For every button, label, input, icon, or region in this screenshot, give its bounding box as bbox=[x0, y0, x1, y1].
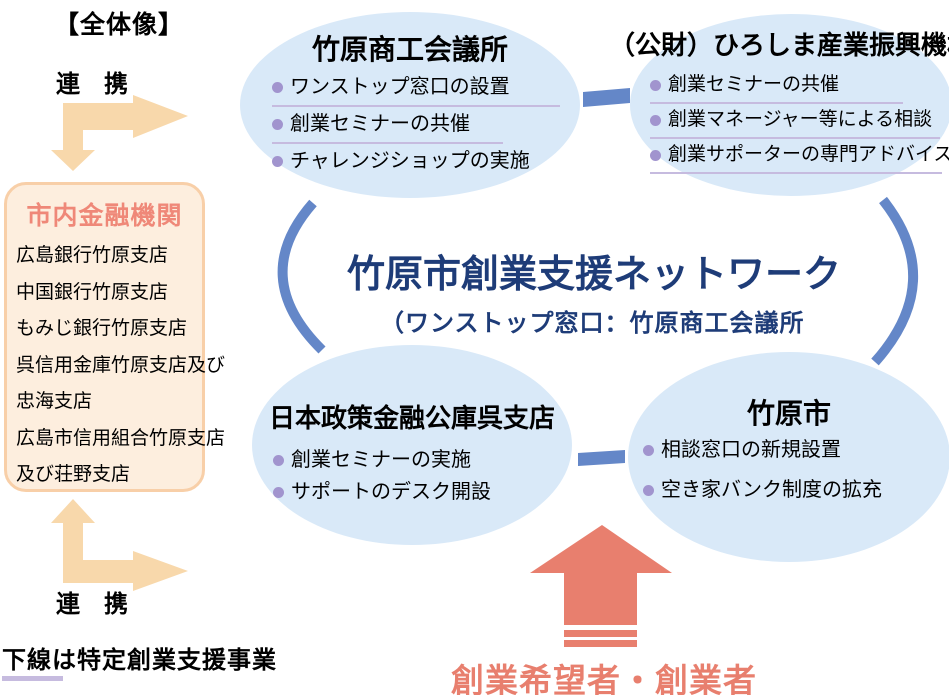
bullet-item: 創業セミナーの実施 bbox=[273, 447, 491, 473]
bullet-text: 創業マネージャー等による相談 bbox=[668, 109, 933, 130]
financial-item: 広島銀行竹原支店 bbox=[16, 245, 169, 266]
org-chamber-title: 竹原商工会議所 bbox=[311, 34, 508, 65]
financial-item: 呉信用金庫竹原支店及び bbox=[16, 354, 226, 376]
bullet-item: 創業セミナーの共催 bbox=[272, 111, 503, 144]
bullet-icon bbox=[643, 484, 654, 496]
bullet-item: チャレンジショップの実施 bbox=[272, 148, 560, 174]
overview-heading: 【全体像】 bbox=[54, 11, 185, 39]
financial-item: 広島市信用組合竹原支店 bbox=[16, 427, 226, 449]
bullet-item: サポートのデスク開設 bbox=[273, 479, 491, 505]
network-subtitle: （ワンストップ窓口：竹原商工会議所 bbox=[380, 310, 805, 337]
bullet-icon bbox=[272, 118, 283, 130]
bullet-text: ワンストップ窓口の設置 bbox=[290, 76, 510, 98]
bullet-text: 創業サポーターの専門アドバイス bbox=[668, 144, 949, 165]
financial-item: もみじ銀行竹原支店 bbox=[16, 318, 188, 339]
org-jfc-ellipse bbox=[252, 345, 572, 545]
org-city-ellipse bbox=[628, 352, 949, 562]
org-hipa-title: （公財）ひろしま産業振興機構 bbox=[608, 30, 949, 60]
bullet-icon bbox=[273, 486, 284, 498]
bullet-icon bbox=[650, 149, 661, 161]
bullet-item: 創業サポーターの専門アドバイス bbox=[650, 142, 949, 174]
cooperation-label-bottom: 連 携 bbox=[56, 591, 128, 618]
network-arc-left bbox=[277, 199, 326, 354]
org-jfc-group: 日本政策金融公庫呉支店 創業セミナーの実施 サポートのデスク開設 bbox=[252, 345, 572, 545]
founders-label: 創業希望者・創業者 bbox=[451, 662, 757, 695]
bullet-text: 相談窓口の新規設置 bbox=[661, 439, 841, 461]
connector-top bbox=[583, 88, 630, 107]
network-title: 竹原市創業支援ネットワーク bbox=[347, 254, 842, 296]
bullet-item: 創業セミナーの共催 bbox=[650, 72, 903, 104]
bullet-icon bbox=[650, 114, 661, 126]
network-arc-right bbox=[871, 196, 918, 366]
bullet-item: 創業マネージャー等による相談 bbox=[650, 107, 940, 139]
connector-bottom bbox=[578, 450, 625, 466]
org-jfc-title: 日本政策金融公庫呉支店 bbox=[268, 403, 555, 433]
bullet-icon bbox=[272, 81, 283, 93]
bullet-item: 相談窓口の新規設置 bbox=[643, 437, 882, 463]
bullet-text: チャレンジショップの実施 bbox=[290, 150, 530, 172]
financial-item: 中国銀行竹原支店 bbox=[16, 281, 169, 303]
bullet-icon bbox=[272, 155, 283, 167]
bullet-icon bbox=[650, 79, 661, 91]
bullet-item: ワンストップ窓口の設置 bbox=[272, 74, 560, 107]
footnote: 下線は特定創業支援事業 bbox=[2, 640, 277, 675]
org-chamber-group: 竹原商工会議所 ワンストップ窓口の設置 創業セミナーの共催 チャレンジショップの… bbox=[240, 12, 580, 198]
cooperation-label-top: 連 携 bbox=[56, 71, 128, 98]
bullet-icon bbox=[643, 444, 654, 456]
founders-arrow-stripe bbox=[564, 630, 637, 637]
financial-box-title: 市内金融機関 bbox=[26, 202, 183, 230]
org-city-group: 竹原市 相談窓口の新規設置 空き家バンク制度の拡充 bbox=[628, 352, 949, 562]
footnote-underlined-part: 下線 bbox=[2, 647, 52, 674]
footnote-rest: は特定創業支援事業 bbox=[52, 647, 277, 674]
bullet-text: 空き家バンク制度の拡充 bbox=[661, 479, 882, 501]
bullet-text: 創業セミナーの共催 bbox=[668, 74, 840, 95]
org-hipa-ellipse bbox=[630, 14, 949, 196]
footnote-underline bbox=[2, 676, 63, 681]
bullet-text: サポートのデスク開設 bbox=[291, 481, 491, 503]
bullet-icon bbox=[273, 454, 284, 466]
financial-institutions-box: 市内金融機関 広島銀行竹原支店 中国銀行竹原支店 もみじ銀行竹原支店 呉信用金庫… bbox=[4, 182, 226, 492]
org-city-title: 竹原市 bbox=[746, 398, 831, 429]
bullet-text: 創業セミナーの共催 bbox=[290, 113, 470, 135]
financial-item: 及び荘野支店 bbox=[16, 464, 131, 485]
founders-arrow-stripe bbox=[564, 640, 637, 647]
financial-item: 忠海支店 bbox=[16, 391, 93, 412]
bullet-text: 創業セミナーの実施 bbox=[291, 449, 471, 471]
cooperation-arrow-top-icon bbox=[51, 95, 188, 171]
org-hipa-group: （公財）ひろしま産業振興機構 創業セミナーの共催 創業マネージャー等による相談 … bbox=[609, 14, 949, 196]
cooperation-arrow-bottom-icon bbox=[51, 499, 188, 591]
bullet-item: 空き家バンク制度の拡充 bbox=[643, 477, 882, 503]
